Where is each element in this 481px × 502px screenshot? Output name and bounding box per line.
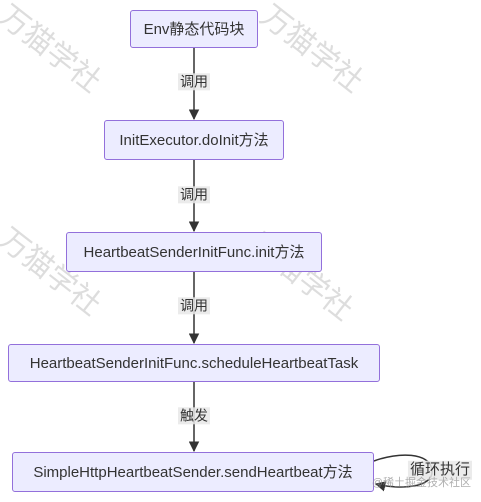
node-env-static-block: Env静态代码块: [130, 10, 258, 48]
edge-label-call-3: 调用: [178, 297, 210, 315]
node-heartbeat-init: HeartbeatSenderInitFunc.init方法: [66, 232, 322, 272]
edge-label-trigger: 触发: [178, 407, 210, 425]
node-schedule-task: HeartbeatSenderInitFunc.scheduleHeartbea…: [8, 344, 380, 382]
credit-text: @稀土掘金技术社区: [371, 477, 471, 489]
edge-label-loop: 循环执行: [407, 460, 473, 480]
node-init-executor: InitExecutor.doInit方法: [104, 120, 284, 160]
edge-label-call-2: 调用: [178, 186, 210, 204]
node-send-heartbeat: SimpleHttpHeartbeatSender.sendHeartbeat方…: [12, 452, 374, 492]
edge-label-call-1: 调用: [178, 73, 210, 91]
